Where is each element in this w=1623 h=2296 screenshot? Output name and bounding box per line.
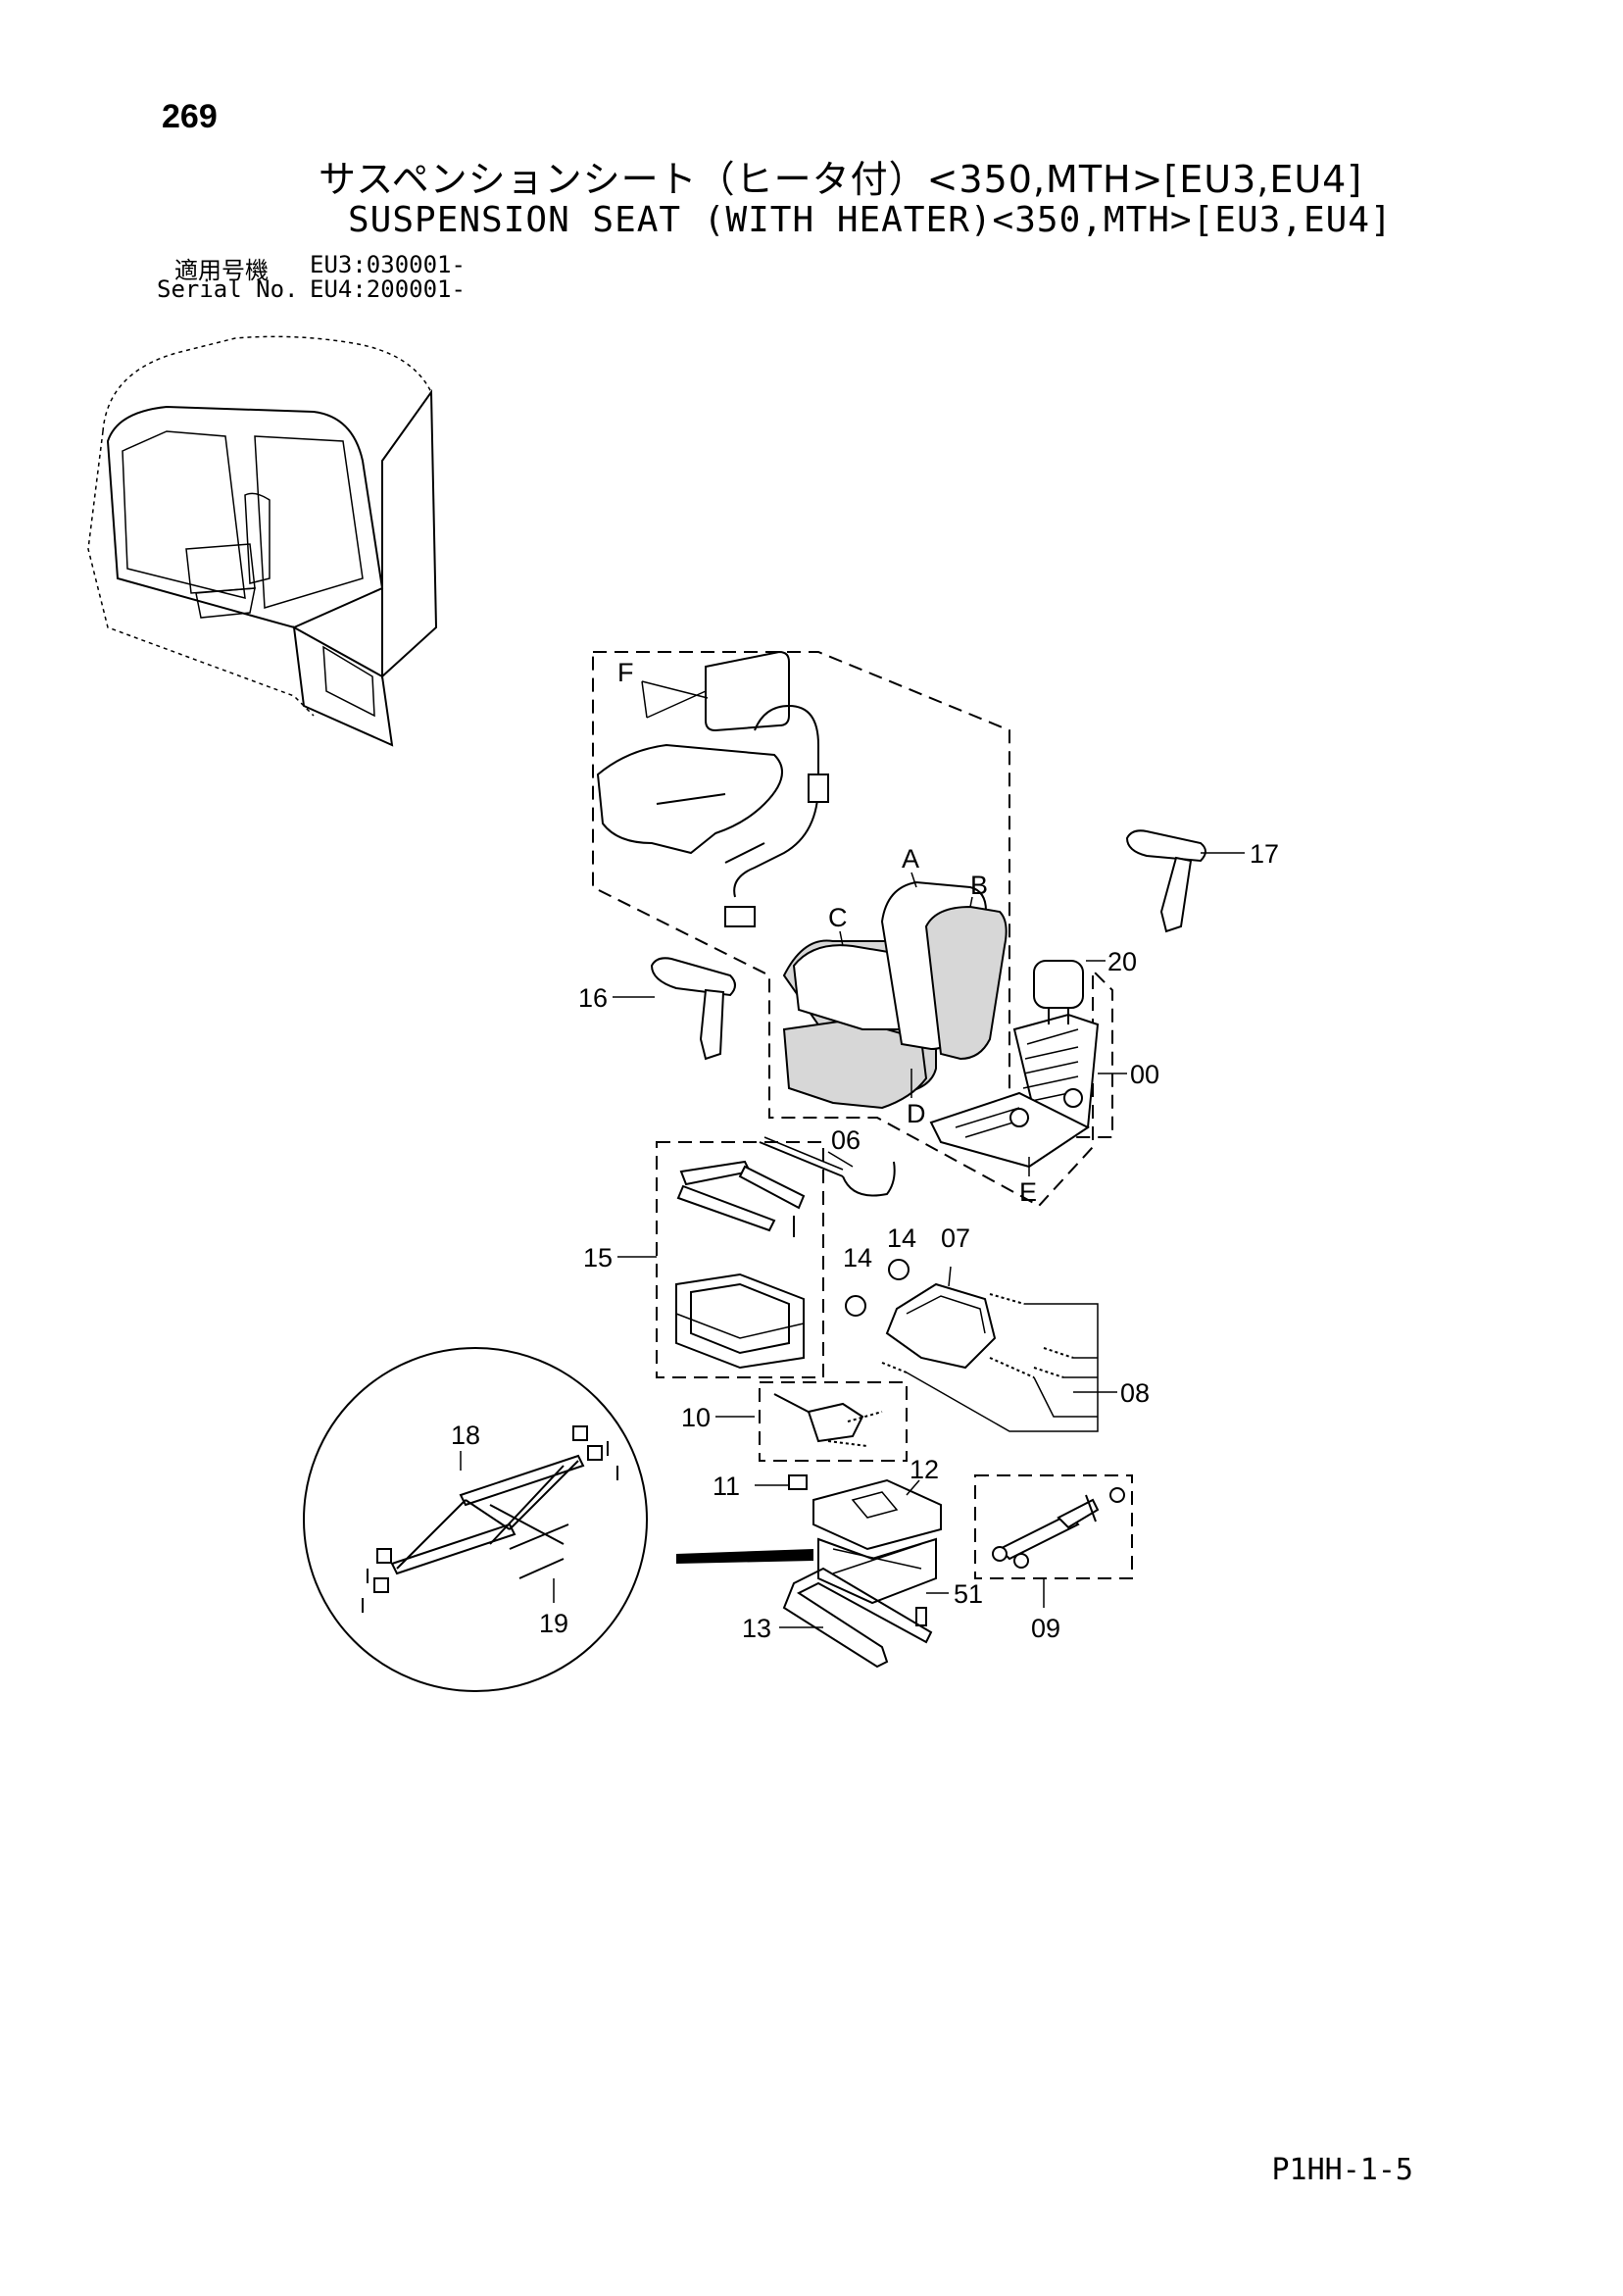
callout-13: 13 — [742, 1614, 771, 1643]
callout-16: 16 — [578, 983, 608, 1013]
mechanism-part-10 — [759, 1381, 908, 1462]
callout-c: C — [828, 903, 848, 932]
slide-rail-group-part-15 — [656, 1141, 824, 1378]
seat-frame-part-00 — [929, 960, 1100, 1169]
serial-value-eu3: EU3:030001- — [310, 251, 466, 278]
callout-18: 18 — [451, 1421, 480, 1450]
bumper-part-14-upper — [888, 1259, 910, 1280]
page-code: P1HH-1-5 — [1271, 2153, 1414, 2187]
page-number: 269 — [162, 98, 218, 135]
armrest-part-17 — [1125, 829, 1206, 933]
title-japanese: サスペンションシート（ヒータ付）<350,MTH>[EU3,EU4] — [319, 158, 1363, 201]
callout-07: 07 — [941, 1223, 970, 1253]
callout-b: B — [970, 871, 988, 900]
bumper-part-14-lower — [845, 1295, 866, 1317]
detail-circle-scissor-frame — [303, 1347, 813, 1692]
seat-heater-part-f — [596, 650, 829, 927]
cab-overview-illustration — [87, 335, 438, 747]
serial-label-english: Serial No. — [157, 275, 299, 303]
callout-labels: F A B C D E 17 20 16 00 06 15 14 14 07 0… — [451, 658, 1279, 1643]
callout-15: 15 — [583, 1243, 613, 1273]
callout-14-lower: 14 — [843, 1243, 872, 1273]
callout-14-upper: 14 — [887, 1223, 916, 1253]
bolt-part-51 — [915, 1607, 927, 1626]
damper-group-part-09 — [974, 1474, 1133, 1579]
leader-lines — [460, 680, 1245, 1628]
callout-19: 19 — [539, 1609, 568, 1638]
seat-assembly-boundary — [592, 651, 1113, 1208]
seat-cushion-assembly — [782, 880, 1008, 1110]
part-11-clip — [788, 1474, 808, 1490]
serial-label-japanese: 適用号機 — [174, 257, 269, 284]
callout-17: 17 — [1250, 839, 1279, 869]
armrest-part-16 — [650, 957, 736, 1061]
callout-d: D — [907, 1099, 926, 1128]
springs-part-08 — [881, 1293, 1099, 1432]
callout-12: 12 — [910, 1455, 939, 1484]
callout-51: 51 — [954, 1579, 983, 1609]
callout-09: 09 — [1031, 1614, 1060, 1643]
callout-10: 10 — [681, 1403, 711, 1432]
handle-part-13 — [782, 1567, 933, 1669]
serial-value-eu4: EU4:200001- — [310, 275, 466, 303]
callout-11: 11 — [713, 1472, 740, 1501]
callout-00: 00 — [1130, 1060, 1159, 1089]
title-english: SUSPENSION SEAT (WITH HEATER)<350,MTH>[E… — [348, 200, 1393, 240]
suspension-base-part-12 — [788, 1474, 942, 1626]
callout-f: F — [617, 658, 634, 687]
callout-e: E — [1019, 1177, 1037, 1207]
callout-08: 08 — [1120, 1378, 1150, 1408]
callout-06: 06 — [831, 1125, 861, 1155]
callout-a: A — [902, 844, 919, 873]
callout-20: 20 — [1107, 947, 1137, 976]
